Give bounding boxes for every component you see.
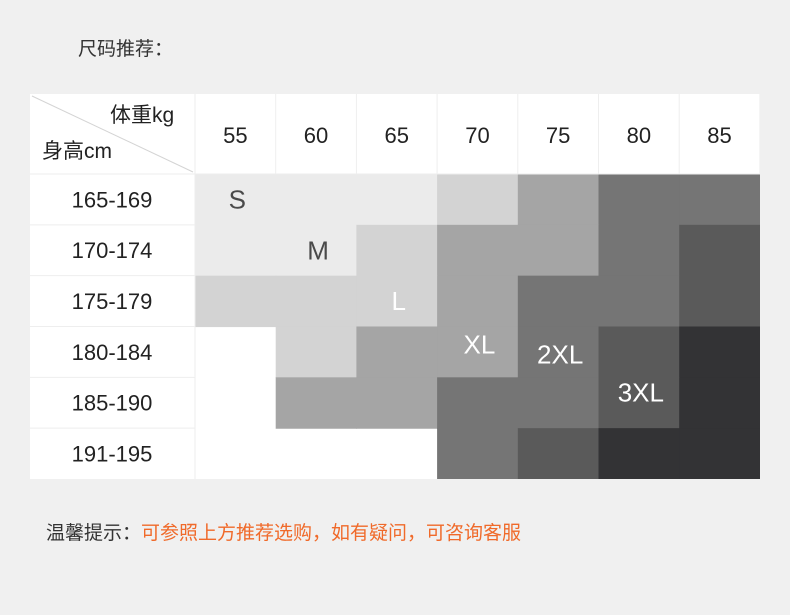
size-cell-3xl-r5-c6 [679, 428, 760, 479]
size-cell-xl-r2-c5 [598, 275, 680, 328]
column-header-75: 75 [546, 123, 570, 148]
size-cell-xl-r2-c4 [517, 275, 600, 328]
size-cell-l-r3-c2 [356, 326, 438, 378]
size-cell-xl-r0-c5 [598, 174, 680, 226]
corner-height-label: 身高cm [42, 140, 112, 163]
size-cell-s-r0-c1 [275, 174, 357, 226]
size-label-2xl: 2XL [537, 339, 583, 369]
size-cell-xl-r4-c3 [437, 377, 519, 429]
size-cell-s-r1-c1 [275, 224, 357, 277]
size-cell-xl-r4-c4 [517, 377, 600, 429]
size-label-s: S [229, 184, 246, 214]
size-cell-s-r0-c2 [356, 174, 438, 226]
size-cell-2xl-r5-c4 [517, 428, 600, 479]
size-cell-m-r0-c3 [437, 174, 519, 226]
row-label-165-169: 165-169 [72, 187, 153, 212]
size-cell-l-r0-c4 [517, 174, 600, 226]
size-cell-2xl-r2-c6 [679, 275, 760, 328]
size-label-m: M [307, 235, 329, 265]
size-cell-3xl-r3-c6 [679, 326, 760, 378]
size-cell-s-r1-c0 [195, 224, 277, 277]
tip-text: 可参照上方推荐选购，如有疑问，可咨询客服 [141, 522, 522, 544]
column-header-70: 70 [465, 123, 489, 148]
size-cell-xl-r5-c3 [437, 428, 519, 479]
size-chart: 体重kg 身高cm 55 60 65 70 75 80 85 165-169 170-174 175-… [30, 94, 760, 479]
size-chart-svg: 体重kg 身高cm 55 60 65 70 75 80 85 165-169 170-174 175-… [30, 94, 760, 479]
size-cell-xl-r0-c6 [679, 174, 760, 226]
size-cell-s-r0-c0 [195, 174, 277, 226]
column-header-55: 55 [223, 123, 247, 148]
row-label-185-190: 185-190 [72, 391, 153, 416]
size-cell-l-r1-c3 [437, 224, 519, 277]
column-header-65: 65 [385, 123, 409, 148]
size-cell-2xl-r1-c6 [679, 224, 760, 277]
size-cell-2xl-r3-c5 [598, 326, 680, 378]
size-cell-l-r4-c2 [356, 377, 438, 429]
size-cell-m-r2-c1 [275, 275, 357, 328]
size-cell-l-r3-c3 [437, 326, 519, 378]
column-header-60: 60 [304, 123, 328, 148]
size-cell-m-r2-c0 [195, 275, 277, 328]
size-label-xl: XL [464, 329, 496, 359]
size-cell-xl-r1-c5 [598, 224, 680, 277]
size-label-3xl: 3XL [618, 378, 664, 408]
corner-weight-label: 体重kg [110, 104, 174, 127]
tip-note: 温馨提示：可参照上方推荐选购，如有疑问，可咨询客服 [46, 518, 521, 545]
size-cell-3xl-r5-c5 [598, 428, 680, 479]
size-cell-l-r2-c3 [437, 275, 519, 328]
size-cell-m-r2-c2 [356, 275, 438, 328]
row-label-191-195: 191-195 [72, 442, 153, 467]
size-cell-l-r4-c1 [275, 377, 357, 429]
corner-diagonal [31, 95, 194, 173]
size-cell-m-r1-c2 [356, 224, 438, 277]
tip-label: 温馨提示： [46, 522, 142, 544]
row-label-175-179: 175-179 [72, 289, 153, 314]
size-cell-m-r3-c1 [275, 326, 357, 378]
size-cell-xl-r3-c4 [517, 326, 600, 378]
size-label-l: L [392, 286, 406, 316]
size-cell-2xl-r4-c5 [598, 377, 680, 429]
row-label-180-184: 180-184 [72, 340, 153, 365]
column-header-85: 85 [707, 123, 731, 148]
column-header-80: 80 [627, 123, 651, 148]
size-cell-l-r1-c4 [517, 224, 600, 277]
page-title: 尺码推荐： [78, 38, 174, 60]
row-label-170-174: 170-174 [72, 238, 153, 263]
size-cell-3xl-r4-c6 [679, 377, 760, 429]
